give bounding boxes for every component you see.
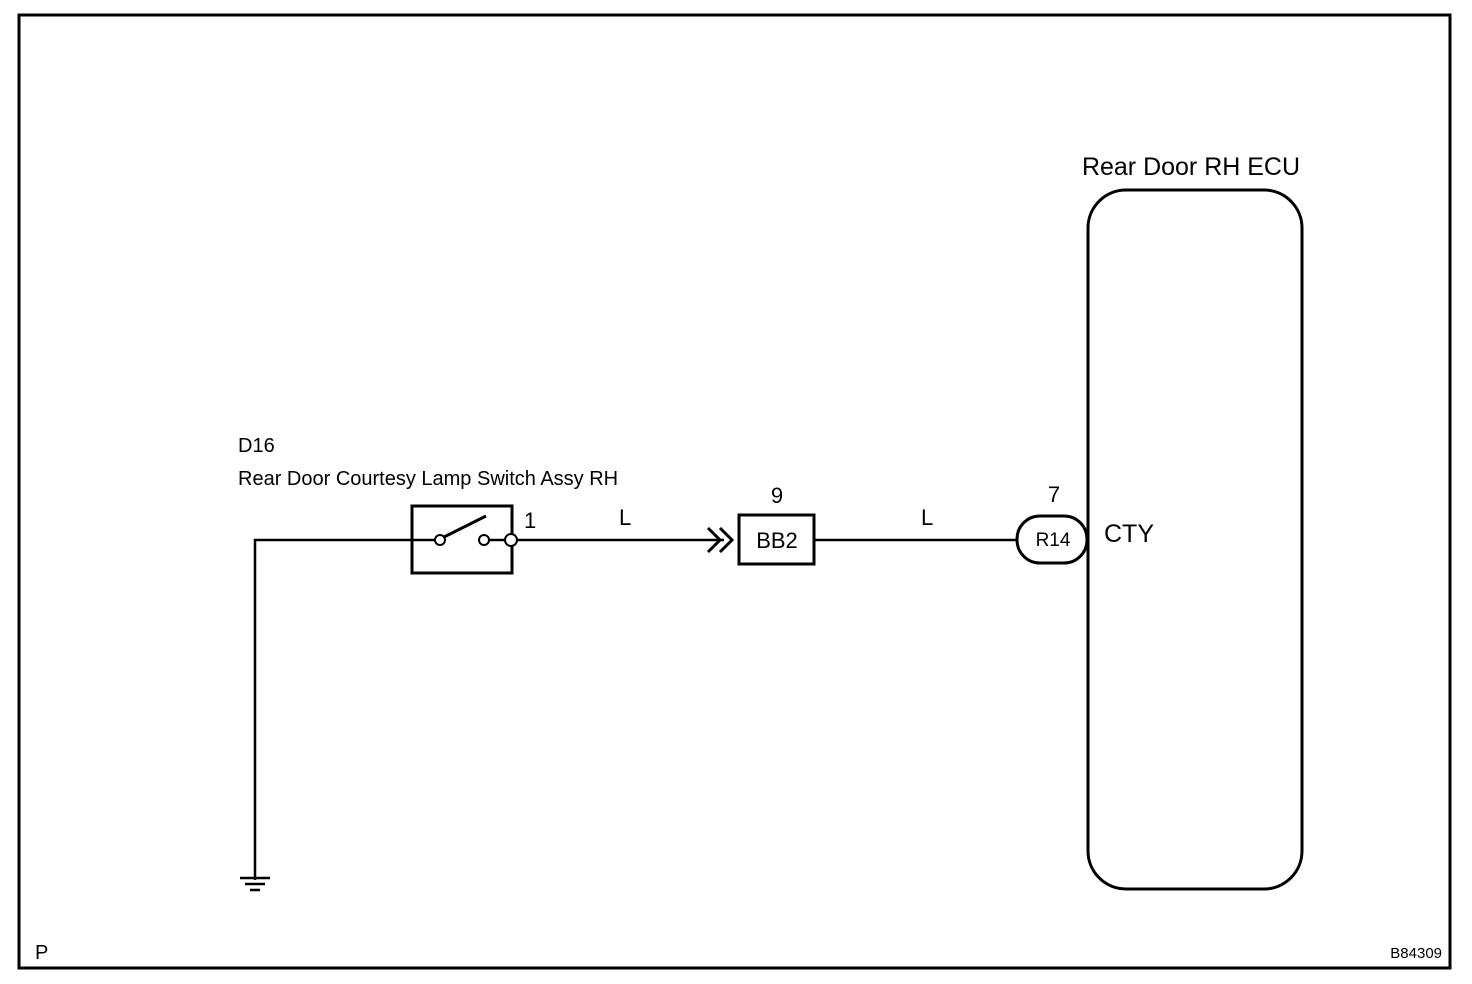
switch-name-label: Rear Door Courtesy Lamp Switch Assy RH [238, 468, 618, 490]
corner-letter: P [35, 942, 48, 964]
switch-contact-right [478, 534, 490, 546]
junction-pin-label: 9 [771, 483, 783, 508]
ground-wire [253, 538, 413, 880]
switch-contact-left [434, 534, 446, 546]
switch-code-label: D16 [238, 435, 275, 457]
wire-right-color-label: L [921, 505, 933, 530]
connector-chevron-icon [706, 526, 735, 554]
ecu-connector-code-label: R14 [1036, 530, 1071, 551]
ground-icon [240, 876, 270, 892]
figure-id-label: B84309 [1390, 945, 1442, 962]
switch-lever [443, 514, 487, 539]
ecu-name-label: Rear Door RH ECU [1082, 153, 1300, 181]
ecu-connector-pin-label: 7 [1048, 482, 1060, 507]
ecu-terminal-label: CTY [1104, 520, 1154, 548]
switch-terminal [504, 533, 518, 547]
diagram-frame [17, 13, 1452, 970]
courtesy-lamp-switch [410, 504, 518, 575]
switch-pin-label: 1 [524, 508, 536, 533]
wire-left-color-label: L [619, 505, 631, 530]
ecu-block [1086, 188, 1304, 891]
junction-code-label: BB2 [756, 528, 798, 553]
